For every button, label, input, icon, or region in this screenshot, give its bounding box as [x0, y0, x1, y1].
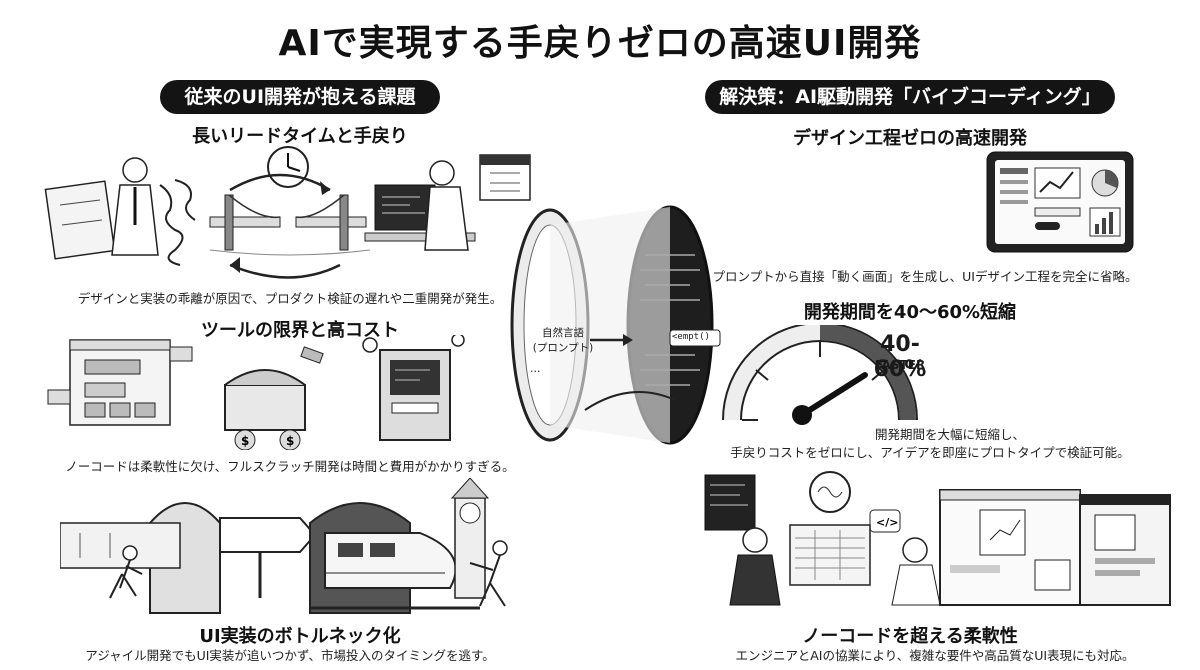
engineer-figure [742, 527, 768, 553]
clock-icon [267, 146, 309, 188]
left-caption-tool-limits: ノーコードは柔軟性に欠け、フルスクラッチ開発は時間と費用がかかりすぎる。 [65, 459, 515, 474]
left-caption-bottleneck: アジャイル開発でもUI実装が追いつかず、市場投入のタイミングを逃す。 [85, 648, 495, 663]
spreadsheet-monitor [789, 524, 871, 586]
prompt-label-line1: 自然言語 [542, 327, 584, 339]
dashboard-tablet [986, 151, 1134, 253]
right-heading-flexibility: ノーコードを超える柔軟性 [802, 626, 1018, 647]
left-heading-bottleneck: UI実装のボトルネック化 [199, 626, 401, 647]
right-heading-design-zero: デザイン工程ゼロの高速開発 [793, 128, 1027, 149]
tool-cost-illustration: $ $ [47, 335, 465, 450]
collaboration-illustration: </> [704, 471, 1171, 606]
svg-text:$: $ [286, 434, 294, 448]
runner-figure [109, 545, 143, 599]
bullet-train-icon [310, 532, 480, 610]
right-caption-shorten-line1: 開発期間を大幅に短縮し、 [874, 427, 1025, 442]
treasure-chest-icon: $ $ [224, 346, 324, 450]
left-caption-lead-time: デザインと実装の乖離が原因で、プロダクト検証の遅れや二重開発が発生。 [77, 291, 503, 306]
designer-woman-figure [902, 537, 928, 563]
right-caption-flexibility: エンジニアとAIの協業により、複雑な要件や高品質なUI表現にも対応。 [735, 648, 1135, 663]
cycle-arrow-bottom [229, 263, 341, 279]
clock-tower-icon [450, 478, 490, 599]
lead-time-illustration [44, 146, 531, 279]
developer-figure [364, 160, 476, 251]
pusher-figure [469, 540, 508, 607]
center-bridge [584, 391, 676, 411]
prompt-label-line2: (プロンプト) [532, 342, 594, 354]
gear-icon [451, 335, 465, 347]
tunnel-left [60, 502, 221, 614]
gauge-label: FASTER [874, 358, 926, 372]
terminal-window [704, 474, 756, 531]
transformation-portal [510, 205, 721, 445]
code-snippet: <empt() [672, 332, 710, 342]
right-section-header: 解決策：AI駆動開発「バイブコーディング」 [705, 80, 1115, 114]
gauge-value: 40-60% [873, 332, 927, 382]
designer-figure [44, 157, 196, 266]
right-caption-shorten-line2: 手戻りコストをゼロにし、アイデアを即座にプロトタイプで検証可能。 [730, 445, 1130, 460]
bottleneck-illustration [60, 478, 508, 614]
svg-text:$: $ [241, 434, 249, 448]
page-title: AIで実現する手戻りゼロの高速UI開発 [278, 23, 922, 64]
right-heading-shorten: 開発期間を40〜60%短縮 [803, 302, 1017, 323]
broken-bridge [209, 194, 371, 256]
cycle-arrow-top [229, 173, 331, 192]
right-caption-design-zero: プロンプトから直接「動く画面」を生成し、UIデザイン工程を完全に省略。 [712, 269, 1138, 284]
code-lines [640, 254, 700, 386]
left-heading-tool-limits: ツールの限界と高コスト [201, 320, 399, 341]
nocode-window [47, 339, 193, 426]
sign-board [219, 517, 317, 598]
code-tag-icon [869, 509, 901, 533]
left-section-header: 従来のUI開発が抱える課題 [160, 80, 440, 114]
calendar-icon [479, 154, 531, 201]
gear-icon [362, 337, 378, 353]
svg-text:</>: </> [876, 516, 898, 529]
left-heading-lead-time: 長いリードタイムと手戻り [192, 126, 408, 147]
gauge-needle [802, 372, 868, 416]
speed-gauge [722, 325, 918, 425]
dev-machine-icon [362, 335, 465, 441]
prompt-label-line3: ... [530, 362, 541, 375]
